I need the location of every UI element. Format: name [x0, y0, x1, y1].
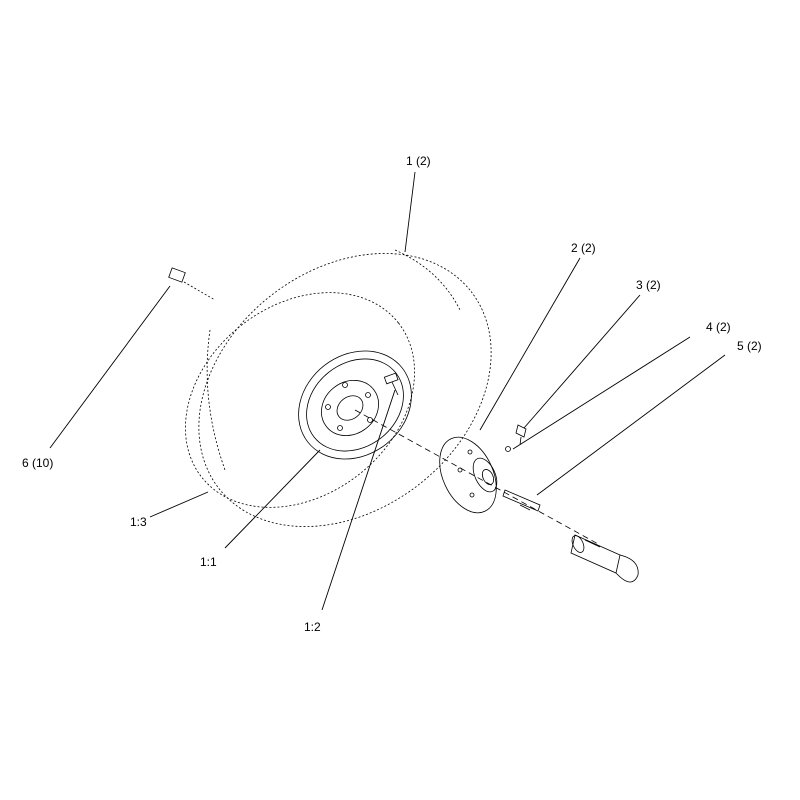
callout-tire: 1:3	[130, 515, 147, 529]
leader-line-4	[512, 336, 691, 450]
callout-part-4: 4 (2)	[706, 320, 731, 334]
part-4-drawing	[505, 446, 511, 452]
lug-nut-drawing	[168, 267, 216, 301]
callout-key: 5 (2)	[737, 339, 762, 353]
leader-line-2	[479, 257, 581, 431]
axle-drawing	[570, 534, 639, 583]
tire-drawing	[185, 249, 492, 527]
leader-line-1-2	[321, 389, 396, 611]
leader-line-1	[404, 171, 416, 253]
hub-drawing	[439, 436, 498, 514]
rim-drawing	[298, 350, 412, 460]
leader-lines	[49, 171, 726, 611]
leader-line-1-1	[224, 449, 321, 549]
leader-line-6	[49, 285, 171, 449]
callout-grease-fitting: 3 (2)	[636, 278, 661, 292]
valve-stem-drawing	[383, 372, 399, 396]
callout-tire-assembly: 1 (2)	[406, 154, 431, 168]
grease-fitting-drawing	[515, 424, 527, 446]
leader-line-1-3	[149, 491, 209, 518]
callout-rim: 1:1	[200, 555, 217, 569]
leader-line-5	[536, 354, 726, 496]
key-drawing	[502, 489, 541, 512]
leader-line-3	[523, 294, 641, 429]
axis-centerline	[354, 409, 601, 546]
callout-valve-stem: 1:2	[304, 620, 321, 634]
callout-hub: 2 (2)	[571, 241, 596, 255]
callout-lug-nut: 6 (10)	[22, 456, 54, 470]
